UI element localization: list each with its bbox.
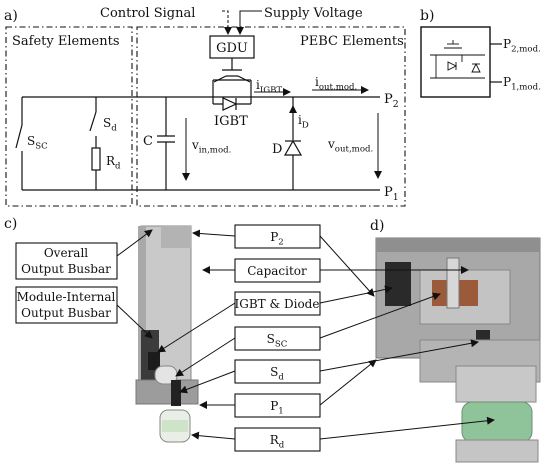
callout-sd-right bbox=[319, 339, 479, 372]
rd-band-render bbox=[162, 420, 188, 432]
control-signal-arrow bbox=[222, 10, 232, 35]
sd-switch bbox=[89, 111, 100, 136]
ssc-switch bbox=[15, 124, 26, 151]
panel-c-side-view: c) Overall Output Busbar Module-Internal… bbox=[4, 216, 199, 443]
rd-holder-render bbox=[455, 365, 537, 403]
callout-rd bbox=[234, 427, 321, 452]
panel-c-label: c) bbox=[4, 216, 17, 232]
vout-label: vout,mod. bbox=[327, 137, 373, 155]
module-symbol-icon bbox=[430, 40, 485, 79]
safety-elements-frame bbox=[5, 26, 133, 207]
panel-a-schematic: a) Safety Elements PEBC Elements Control… bbox=[4, 6, 406, 207]
overall-busbar-pointer bbox=[116, 229, 153, 257]
supply-voltage-arrow bbox=[236, 10, 262, 35]
control-signal-label: Control Signal bbox=[100, 6, 195, 21]
callout-p2-left bbox=[192, 229, 236, 238]
sd-label: Sd bbox=[103, 116, 117, 134]
capacitor-render bbox=[148, 352, 160, 370]
callout-ssc-left bbox=[175, 337, 236, 377]
internal-busbar-line2: Output Busbar bbox=[21, 306, 111, 320]
overall-busbar-line1: Overall bbox=[44, 246, 88, 260]
capacitor-symbol bbox=[157, 97, 175, 190]
overall-busbar-callout bbox=[15, 242, 118, 280]
id-label: iD bbox=[298, 113, 309, 131]
supply-voltage-label: Supply Voltage bbox=[264, 6, 363, 21]
callout-igbt-diode-right bbox=[319, 285, 393, 304]
rd-resistor bbox=[91, 147, 101, 171]
diode-label: D bbox=[272, 142, 282, 157]
housing-top-render bbox=[376, 238, 540, 252]
p2mod-label: P2,mod. bbox=[503, 37, 541, 55]
panel-b-label: b) bbox=[420, 8, 434, 24]
overall-busbar-line2: Output Busbar bbox=[21, 262, 111, 276]
callout-p2-right bbox=[319, 235, 375, 297]
panel-b-symbol: b) P2,mod. P1,mod. bbox=[420, 8, 541, 98]
callout-igbt-diode-text: IGBT & Diode bbox=[235, 297, 320, 311]
ssc-label: SSC bbox=[27, 134, 48, 152]
rd-cap-render bbox=[455, 439, 539, 463]
panel-a-label: a) bbox=[4, 8, 18, 24]
callout-p1-right bbox=[319, 359, 377, 406]
center-callouts: P2 Capacitor IGBT & Diode SSC Sd P1 Rd bbox=[157, 224, 495, 452]
internal-busbar-pointer bbox=[116, 304, 153, 339]
iout-label: iout,mod. bbox=[315, 75, 357, 93]
callout-capacitor-text: Capacitor bbox=[247, 264, 307, 278]
callout-sd-left bbox=[179, 370, 236, 394]
igbt-label: IGBT bbox=[214, 114, 248, 129]
panel-d-label: d) bbox=[370, 218, 384, 234]
callout-rd-right bbox=[319, 416, 495, 440]
rd-label: Rd bbox=[106, 154, 121, 172]
internal-busbar-callout bbox=[15, 286, 118, 324]
vin-label: vin,mod. bbox=[191, 138, 231, 156]
busbar-top-render bbox=[161, 226, 191, 248]
p1-terminal-label: P1 bbox=[384, 185, 399, 203]
capacitor-front-render bbox=[385, 262, 411, 306]
busbar-edge-render bbox=[138, 226, 146, 396]
callout-rd-left bbox=[191, 431, 236, 440]
igbt-symbol bbox=[212, 69, 252, 111]
busbar-front-render bbox=[446, 257, 460, 309]
safety-elements-title: Safety Elements bbox=[12, 34, 120, 49]
p2-terminal-label: P2 bbox=[384, 92, 399, 110]
p1mod-label: P1,mod. bbox=[503, 75, 541, 93]
iigbt-label: iIGBT bbox=[256, 78, 282, 96]
module-symbol-box bbox=[420, 26, 491, 98]
pebc-elements-frame bbox=[136, 26, 406, 207]
internal-busbar-line1: Module-Internal bbox=[17, 290, 116, 304]
capacitor-label: C bbox=[143, 134, 153, 149]
callout-igbt-diode-left bbox=[157, 302, 236, 353]
panel-d-front-view: d) bbox=[370, 218, 541, 463]
gdu-label: GDU bbox=[216, 41, 248, 56]
sd-switch-render bbox=[171, 380, 181, 406]
pebc-elements-title: PEBC Elements bbox=[300, 34, 404, 49]
callout-ssc-right bbox=[319, 292, 441, 339]
